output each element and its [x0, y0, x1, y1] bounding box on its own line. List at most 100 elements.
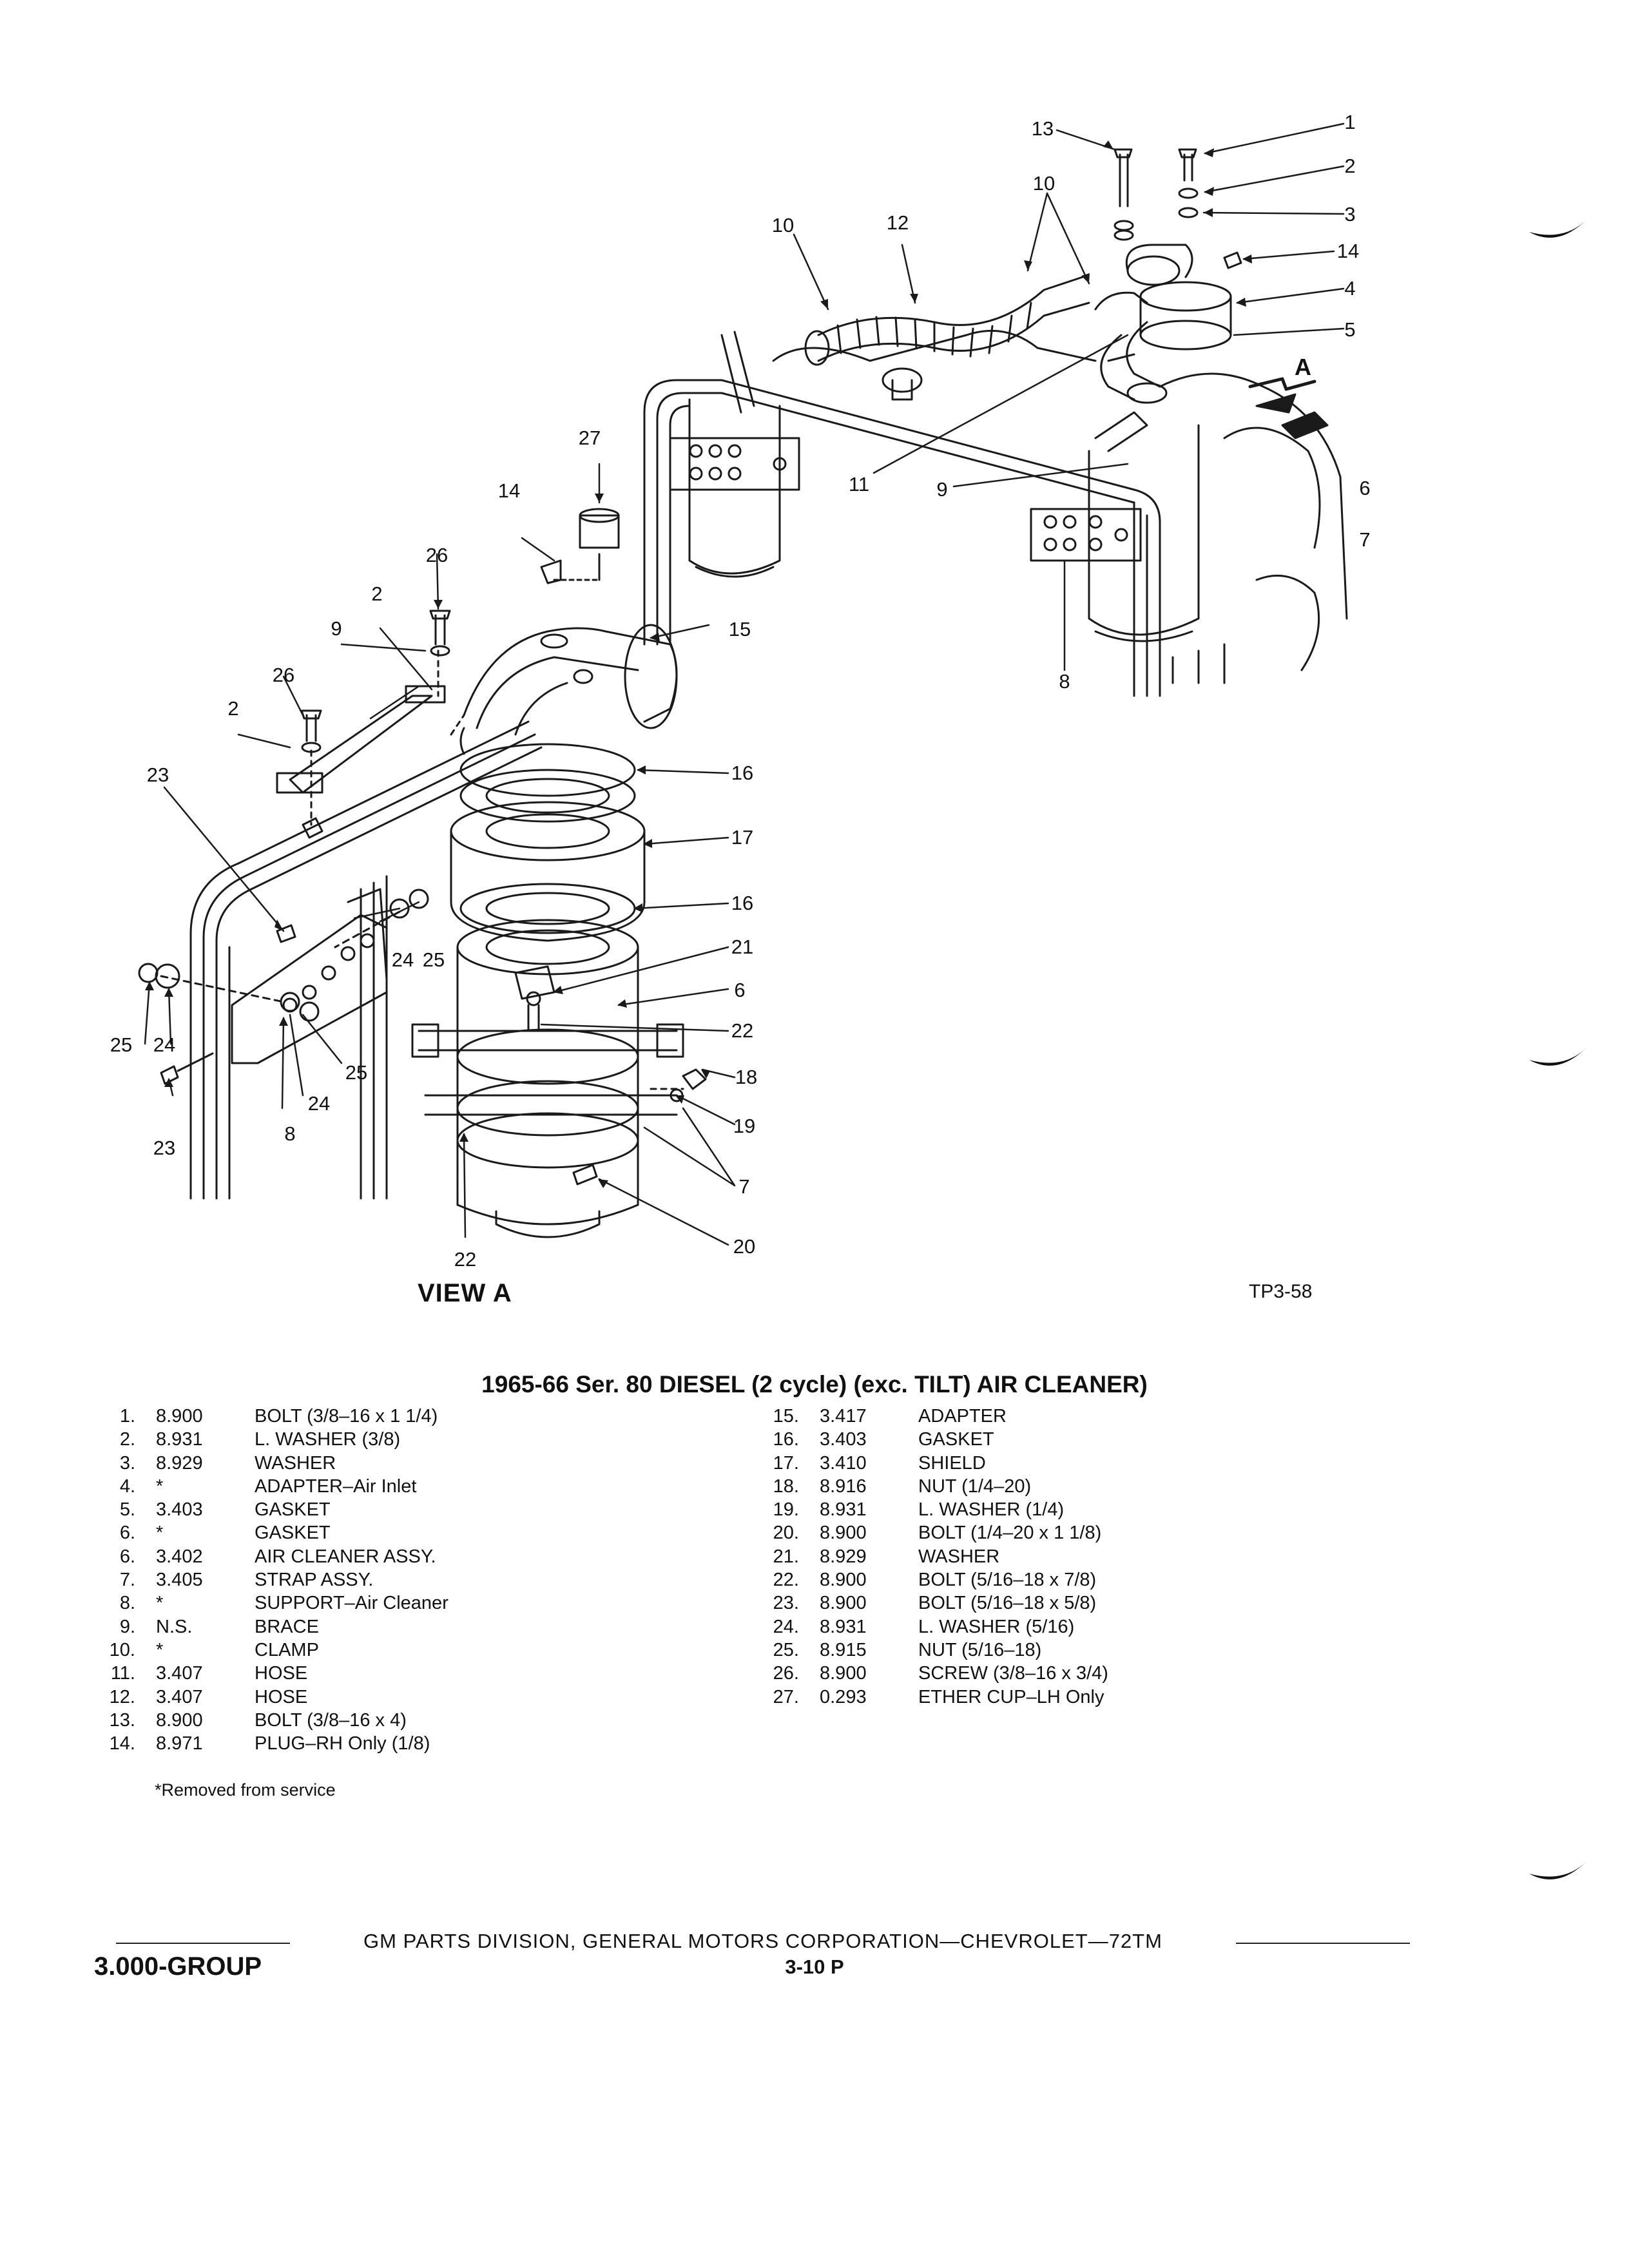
- group-number: 3.402: [156, 1546, 203, 1567]
- parts-list-row: 25. 8.915 NUT (5/16–18): [760, 1639, 1340, 1662]
- group-number: 8.900: [820, 1593, 867, 1614]
- item-number: 10.: [109, 1639, 135, 1660]
- page-number: 3-10 P: [785, 1956, 844, 1978]
- callout-23: 23: [153, 1137, 176, 1159]
- group-number: 3.405: [156, 1570, 203, 1591]
- callout-leaders: [144, 122, 1345, 1246]
- item-number: 9.: [119, 1616, 135, 1637]
- part-description: BRACE: [255, 1616, 319, 1637]
- group-number: 8.900: [820, 1570, 867, 1591]
- item-number: 16.: [773, 1429, 799, 1450]
- group-number: 3.407: [156, 1663, 203, 1684]
- group-number: *: [156, 1593, 164, 1614]
- callout-15: 15: [728, 618, 751, 640]
- callout-24-lower: 24: [307, 1092, 331, 1115]
- item-number: 14.: [109, 1733, 135, 1754]
- part-description: NUT (5/16–18): [918, 1639, 1042, 1660]
- callout-10: 10: [771, 214, 795, 236]
- part-description: L. WASHER (3/8): [255, 1429, 401, 1450]
- part-description: ADAPTER–Air Inlet: [255, 1475, 417, 1497]
- footnote: *Removed from service: [155, 1780, 336, 1800]
- callout-11: 11: [848, 473, 870, 495]
- part-description: NUT (1/4–20): [918, 1475, 1032, 1497]
- binder-mark-icon: [1529, 1047, 1587, 1066]
- callout-22-lower: 22: [454, 1248, 477, 1271]
- callout-8: 8: [284, 1122, 296, 1145]
- callout-14: 14: [1336, 240, 1360, 262]
- item-number: 27.: [773, 1686, 799, 1707]
- parts-list-row: 9. N.S. BRACE: [97, 1615, 677, 1639]
- footer-rule-right: [1236, 1943, 1410, 1944]
- item-number: 24.: [773, 1616, 799, 1637]
- part-description: BOLT (3/8–16 x 4): [255, 1709, 407, 1731]
- engine-installation-view: [643, 148, 1348, 697]
- footer-rule-left: [116, 1943, 290, 1944]
- part-description: GASKET: [918, 1429, 994, 1450]
- group-number: 8.931: [820, 1616, 867, 1637]
- parts-list-title: 1965-66 Ser. 80 DIESEL (2 cycle) (exc. T…: [481, 1371, 1148, 1398]
- callout-2-view-a: 2: [371, 582, 383, 605]
- group-number: 0.293: [820, 1686, 867, 1707]
- group-number: 8.915: [820, 1639, 867, 1660]
- callout-3: 3: [1344, 203, 1356, 226]
- view-a-label: VIEW A: [418, 1279, 512, 1307]
- callout-6-upper: 6: [1359, 477, 1371, 499]
- callout-10-upper: 10: [1032, 172, 1055, 195]
- part-description: SCREW (3/8–16 x 3/4): [918, 1663, 1108, 1684]
- air-cleaner-illustration: [138, 122, 1348, 1246]
- group-number: N.S.: [156, 1616, 193, 1637]
- item-number: 18.: [773, 1475, 799, 1497]
- group-number: *: [156, 1523, 164, 1544]
- callout-16-upper: 16: [731, 762, 754, 784]
- callout-24-left: 24: [153, 1033, 176, 1056]
- part-description: L. WASHER (5/16): [918, 1616, 1075, 1637]
- item-number: 23.: [773, 1593, 799, 1614]
- callout-12: 12: [886, 211, 909, 234]
- item-number: 15.: [773, 1406, 799, 1427]
- callout-7-upper: 7: [1359, 528, 1371, 551]
- item-number: 25.: [773, 1639, 799, 1660]
- part-description: BOLT (1/4–20 x 1 1/8): [918, 1523, 1102, 1544]
- binder-mark-icon: [1529, 219, 1587, 238]
- parts-list-row: 10.*CLAMP: [97, 1639, 677, 1662]
- callout-21: 21: [731, 936, 754, 958]
- callout-25-right: 25: [422, 948, 445, 971]
- item-number: 5.: [119, 1499, 135, 1521]
- part-description: SUPPORT–Air Cleaner: [255, 1593, 448, 1614]
- callout-9-upper: 9: [936, 478, 948, 501]
- footer-rule-line: GM PARTS DIVISION, GENERAL MOTORS CORPOR…: [116, 1930, 1410, 1956]
- callout-13: 13: [1031, 117, 1054, 140]
- part-description: ADAPTER: [918, 1406, 1007, 1427]
- group-number: 8.929: [820, 1546, 867, 1567]
- parts-list-row: 4.*ADAPTER–Air Inlet: [97, 1475, 677, 1498]
- callout-8-upper: 8: [1059, 670, 1070, 693]
- group-number: *: [156, 1475, 164, 1497]
- callout-7: 7: [738, 1175, 750, 1198]
- group-number: 3.403: [820, 1429, 867, 1450]
- view-a-detail: [138, 508, 707, 1238]
- item-number: 6.: [119, 1546, 135, 1567]
- item-number: 22.: [773, 1570, 799, 1591]
- part-description: BOLT (3/8–16 x 1 1/4): [255, 1406, 438, 1427]
- group-number: 8.900: [820, 1663, 867, 1684]
- item-number: 7.: [119, 1570, 135, 1591]
- part-description: CLAMP: [255, 1639, 319, 1660]
- callout-18: 18: [735, 1066, 758, 1088]
- item-number: 21.: [773, 1546, 799, 1567]
- group-number: 8.916: [820, 1475, 867, 1497]
- item-number: 11.: [110, 1663, 135, 1684]
